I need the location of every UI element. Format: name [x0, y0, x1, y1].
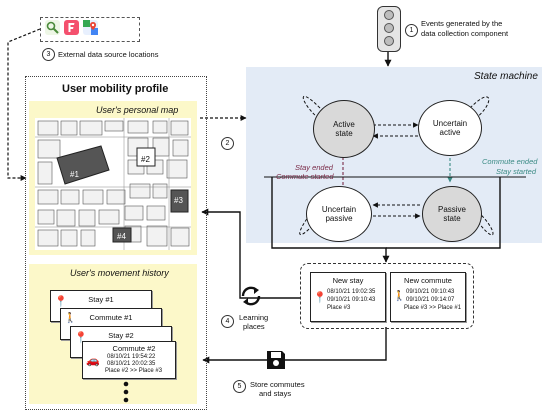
new-commute-line2: 09/10/21 09:14:07	[406, 297, 455, 303]
external-sources-label: External data source locations	[58, 50, 159, 59]
city-map	[35, 118, 191, 250]
new-stay-card: New stay 📍 08/10/21 19:02:35 09/10/21 09…	[310, 272, 386, 322]
state-active-label: Active state	[333, 120, 355, 138]
new-stay-title: New stay	[332, 276, 364, 285]
new-commute-card: New commute 🚶 09/10/21 09:10:43 09/10/21…	[390, 272, 466, 322]
profile-title: User mobility profile	[62, 83, 169, 95]
state-uncertain-active: Uncertain active	[418, 100, 482, 156]
new-stay-line3: Place #3	[327, 305, 351, 311]
stay-ended-label: Stay ended	[295, 163, 333, 172]
state-uncertain-passive-label: Uncertain passive	[321, 205, 357, 223]
history-detail-1: 08/10/21 19:54:22	[107, 354, 156, 360]
step-2-badge: 2	[221, 137, 234, 150]
events-label-line2: data collection component	[421, 29, 509, 38]
history-card-stay-2-title: Stay #2	[108, 331, 134, 340]
place-3-label: #3	[174, 196, 183, 205]
state-uncertain-active-label: Uncertain active	[432, 119, 468, 137]
learning-arrow	[201, 208, 300, 299]
place-1-label: #1	[70, 170, 79, 179]
save-disk-icon	[265, 349, 287, 376]
learning-label-line1: Learning	[239, 313, 269, 322]
store-arrow	[202, 327, 387, 364]
history-card-commute-2: 🚗 Commute #2 08/10/21 19:54:22 08/10/21 …	[82, 341, 176, 379]
new-commute-title: New commute	[404, 276, 452, 285]
state-active: Active state	[313, 100, 375, 158]
refresh-icon	[239, 284, 263, 313]
step-3-badge: 3	[42, 48, 55, 61]
google-maps-icon	[83, 20, 98, 35]
sources-arrow	[7, 28, 41, 181]
stay-started-label: Stay started	[496, 167, 537, 176]
step-5-badge: 5	[233, 380, 246, 393]
traffic-light-icon	[377, 6, 401, 52]
state-passive-label: Passive state	[437, 205, 466, 223]
commute-started-label: Commute started	[276, 172, 334, 181]
store-label-line1: Store commutes	[250, 380, 305, 389]
location-pin-icon: 📍	[313, 292, 327, 304]
passive-self-loop	[477, 211, 494, 236]
new-stay-line2: 09/10/21 09:10:43	[327, 297, 376, 303]
state-passive: Passive state	[422, 186, 482, 242]
place-2-label: #2	[141, 155, 150, 164]
car-icon: 🚗	[86, 355, 100, 367]
state-machine-title: State machine	[474, 71, 538, 82]
walker-icon: 🚶	[64, 313, 77, 324]
history-card-stay-1-title: Stay #1	[88, 295, 114, 304]
learning-label-line2: places	[243, 322, 265, 331]
new-stay-line1: 08/10/21 19:02:35	[327, 289, 376, 295]
place-4-label: #4	[117, 232, 126, 241]
events-label-line1: Events generated by the	[421, 19, 503, 28]
output-cards-box	[300, 263, 474, 329]
more-dots-icon	[123, 381, 129, 408]
state-output-line	[271, 177, 390, 263]
history-card-commute-2-title: Commute #2	[112, 344, 156, 353]
history-detail-3: Place #2 >> Place #3	[105, 368, 163, 374]
state-uncertain-passive: Uncertain passive	[306, 186, 372, 242]
state-output-line-2	[386, 177, 501, 249]
commute-ended-label: Commute ended	[482, 157, 538, 166]
history-card-commute-1-title: Commute #1	[89, 313, 133, 322]
personal-map-title: User's personal map	[96, 105, 179, 115]
uactive-self-loop	[469, 96, 490, 119]
step-1-badge: 1	[405, 24, 418, 37]
mobility-profile-box	[25, 76, 207, 410]
walker-icon: 🚶	[393, 291, 406, 302]
new-commute-line1: 09/10/21 09:10:43	[406, 289, 455, 295]
foursquare-icon	[64, 20, 79, 35]
active-self-loop	[302, 95, 321, 119]
history-detail-2: 08/10/21 20:02:35	[107, 361, 156, 367]
store-label-line2: and stays	[259, 389, 292, 398]
search-map-icon	[45, 20, 60, 35]
step-4-badge: 4	[221, 315, 234, 328]
location-pin-icon: 📍	[54, 296, 68, 308]
movement-history-title: User's movement history	[70, 268, 169, 278]
new-commute-line3: Place #3 >> Place #1	[404, 305, 462, 311]
